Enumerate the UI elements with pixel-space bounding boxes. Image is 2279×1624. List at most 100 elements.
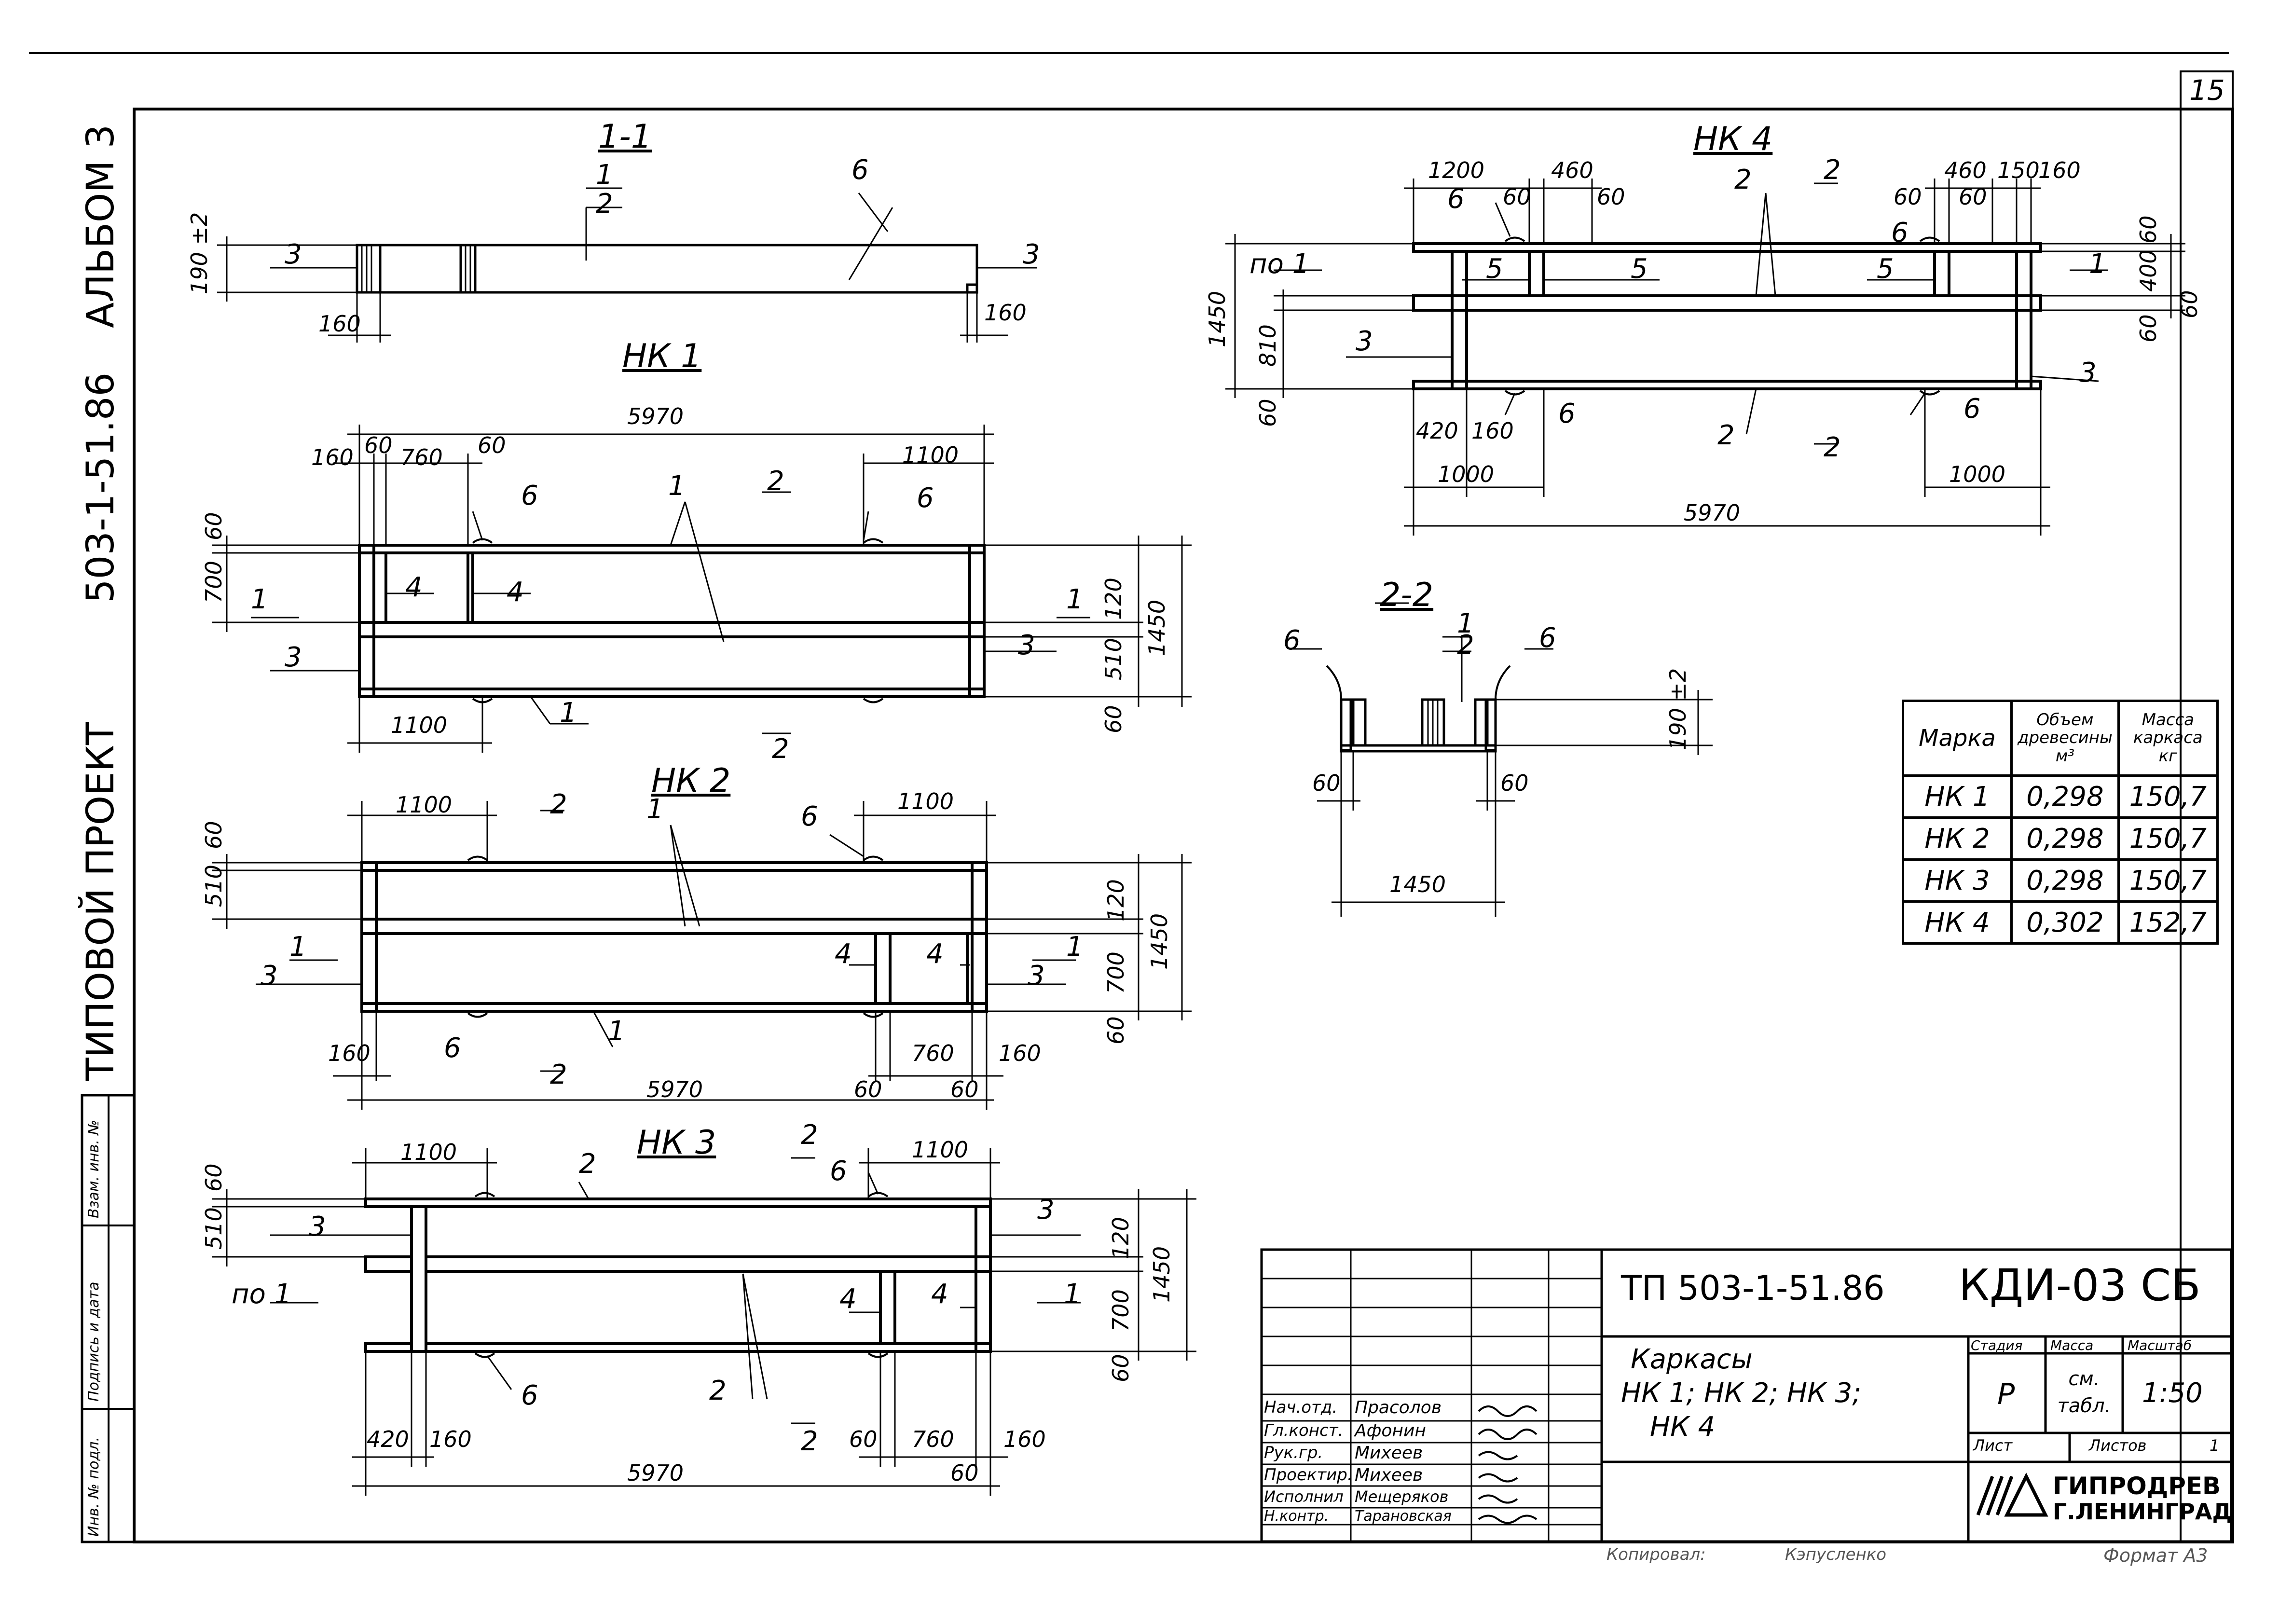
nk4-p5b: 5	[1631, 253, 1648, 285]
nk3-p2b: 2	[709, 1375, 727, 1406]
nk3-d60a: 60	[849, 1426, 878, 1452]
nk3-p4a: 4	[839, 1283, 857, 1315]
table-row: НК 3 0,298 150,7	[1902, 858, 2219, 903]
nk2-overall: 5970	[646, 1076, 703, 1102]
spec-head-mark: Марка	[1902, 700, 2013, 777]
nk1-d60a: 60	[364, 432, 393, 458]
side-code: 503-1-51.86	[79, 372, 123, 603]
tb-mass: см. табл.	[2057, 1368, 2111, 1417]
nk3-d160a: 160	[429, 1426, 472, 1452]
nk2-p6b: 6	[444, 1032, 461, 1064]
nk1-d60bot: 60	[1100, 705, 1126, 733]
nk1-s1a: 1	[251, 584, 268, 615]
nk3-title: НК 3	[637, 1124, 716, 1162]
nk4-d1450: 1450	[1204, 290, 1230, 347]
tb-role-3: Рук.гр.	[1264, 1443, 1323, 1462]
nk1-d1100-bot: 1100	[391, 712, 448, 738]
nk2-d760: 760	[912, 1040, 954, 1066]
spec-mass: 150,7	[2117, 858, 2219, 903]
nk2-p3a: 3	[261, 960, 278, 991]
nk4-p6c: 6	[1963, 393, 1981, 425]
nk4-overall: 5970	[1684, 500, 1741, 526]
tb-name-1: Каркасы	[1631, 1344, 1753, 1375]
nk1-d510: 510	[1100, 638, 1126, 680]
nk1-p2b: 2	[772, 733, 789, 765]
nk3-d420: 420	[367, 1426, 409, 1452]
nk2-d60bot: 60	[1103, 1016, 1129, 1045]
spec-mass: 152,7	[2117, 900, 2219, 945]
spec-mark: НК 2	[1902, 816, 2013, 861]
s22-p6b: 6	[1539, 622, 1556, 654]
nk1-d60v: 60	[201, 512, 227, 540]
nk2-d160a: 160	[328, 1040, 371, 1066]
section-1-1	[217, 187, 1037, 343]
nk4-s2a: 2	[1824, 154, 1841, 186]
tb-code: ТП 503-1-51.86	[1621, 1268, 1885, 1308]
nk4-d60r2: 60	[2176, 290, 2202, 318]
nk4-d1000b: 1000	[1949, 461, 2006, 487]
s11-p2: 2	[596, 188, 613, 220]
nk3-s1b: 1	[1064, 1279, 1081, 1310]
tb-sheets-label: Листов	[2089, 1436, 2147, 1455]
nk4-d1000a: 1000	[1438, 461, 1495, 487]
nk2-d60b: 60	[950, 1076, 979, 1102]
nk3-d760: 760	[912, 1426, 954, 1452]
s22-d1450: 1450	[1389, 871, 1446, 897]
signatures	[1478, 1405, 1538, 1524]
spec-table-header: Марка Объем древесины м³ Масса каркаса к…	[1902, 700, 2219, 777]
tb-name-person-6: Тарановская	[1355, 1508, 1452, 1525]
tb-name-person-2: Афонин	[1355, 1421, 1426, 1441]
nk4-p5c: 5	[1877, 253, 1894, 285]
nk1-p3b: 3	[1018, 630, 1035, 661]
tb-name-person-3: Михеев	[1355, 1443, 1423, 1463]
nk1-s1b: 1	[1066, 584, 1084, 615]
title-block-frame	[1260, 1248, 2233, 1543]
nk1-d160: 160	[311, 444, 354, 470]
nk3-p3a: 3	[309, 1211, 326, 1242]
nk2-p4b: 4	[926, 938, 944, 970]
nk4-d60c: 60	[1894, 184, 1922, 210]
section-2-2	[1293, 602, 1713, 917]
tb-stage-label: Стадия	[1971, 1337, 2023, 1353]
nk1-p6b: 6	[917, 482, 934, 514]
nk3-d1100a: 1100	[400, 1139, 457, 1165]
table-row: НК 4 0,302 152,7	[1902, 900, 2219, 945]
nk3-p2a: 2	[579, 1148, 596, 1180]
nk4-p6d: 6	[1891, 217, 1908, 248]
s22-d60a: 60	[1312, 770, 1341, 796]
nk4-p3a: 3	[1356, 326, 1373, 357]
tb-stage: Р	[1997, 1377, 2015, 1411]
nk3-p3b: 3	[1037, 1194, 1055, 1225]
s11-p3b: 3	[1023, 239, 1040, 270]
nk4-d160: 160	[2038, 157, 2081, 183]
nk4-s-po1: по 1	[1249, 248, 1310, 280]
nk2-p1b: 1	[608, 1016, 625, 1047]
strip-podpis: Подпись и дата	[85, 1281, 102, 1402]
nk3-p6a: 6	[830, 1156, 847, 1187]
s22-height: 190 ±2	[1665, 668, 1691, 750]
table-row: НК 1 0,298 150,7	[1902, 774, 2219, 819]
nk3-d700: 700	[1108, 1289, 1134, 1332]
spec-mass: 150,7	[2117, 774, 2219, 819]
nk4-s1b: 1	[2089, 248, 2106, 280]
nk4-d460b: 460	[1944, 157, 1987, 183]
s22-p1: 1	[1457, 608, 1474, 639]
nk2-p1a: 1	[646, 794, 664, 825]
tb-name-3: НК 4	[1650, 1411, 1716, 1443]
nk2-p6a: 6	[801, 801, 818, 832]
s11-d-right: 160	[984, 300, 1027, 326]
spec-volume: 0,302	[2010, 900, 2120, 945]
tb-name-person-4: Михеев	[1355, 1465, 1423, 1485]
s11-p3a: 3	[285, 239, 302, 270]
s11-p6: 6	[851, 154, 869, 186]
tb-role-1: Нач.отд.	[1264, 1398, 1338, 1417]
nk4-p6a: 6	[1447, 183, 1465, 215]
nk4-p5a: 5	[1486, 253, 1503, 285]
nk2-d160b: 160	[999, 1040, 1041, 1066]
nk3-d60b: 60	[950, 1460, 979, 1486]
nk4-d400: 400	[2135, 249, 2161, 292]
spec-mark: НК 3	[1902, 858, 2013, 903]
tb-org-city: Г.ЛЕНИНГРАД	[2053, 1499, 2232, 1525]
spec-head-volume: Объем древесины м³	[2010, 700, 2120, 777]
tb-org: ГИПРОДРЕВ	[2053, 1472, 2221, 1500]
